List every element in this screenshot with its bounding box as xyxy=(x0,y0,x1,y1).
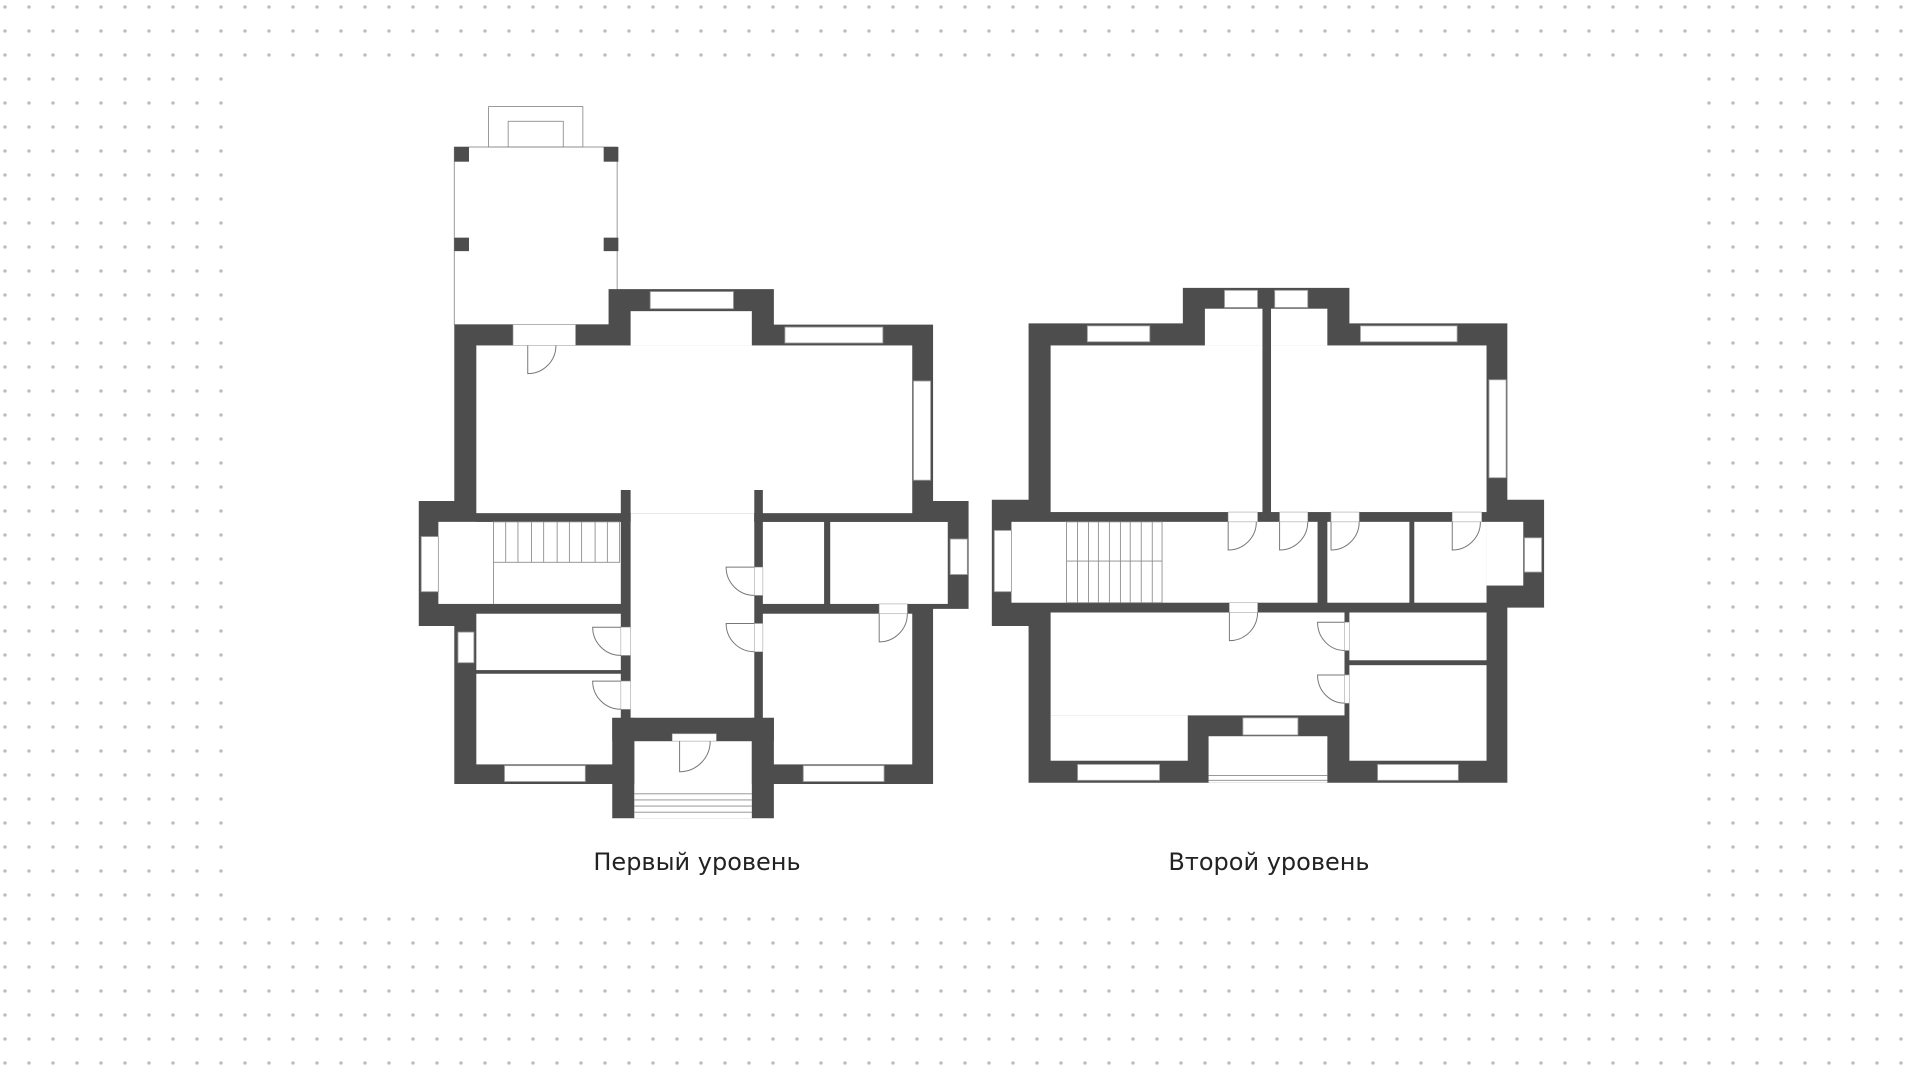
first-floor-label: Первый уровень xyxy=(593,848,801,876)
entrance-steps xyxy=(634,793,752,813)
balcony-rail xyxy=(1208,774,1328,781)
rooms xyxy=(1011,308,1524,783)
second-floor-label: Второй уровень xyxy=(1168,848,1370,876)
windows xyxy=(993,289,1543,781)
doors xyxy=(1227,511,1482,704)
pergola xyxy=(453,106,619,326)
first-floor-plan xyxy=(418,106,969,819)
doors xyxy=(512,324,908,773)
stairs xyxy=(493,521,621,604)
windows xyxy=(420,291,968,782)
rooms xyxy=(438,311,948,819)
stairs xyxy=(1066,521,1163,604)
second-floor-plan xyxy=(991,287,1545,783)
interior-walls xyxy=(476,490,948,784)
